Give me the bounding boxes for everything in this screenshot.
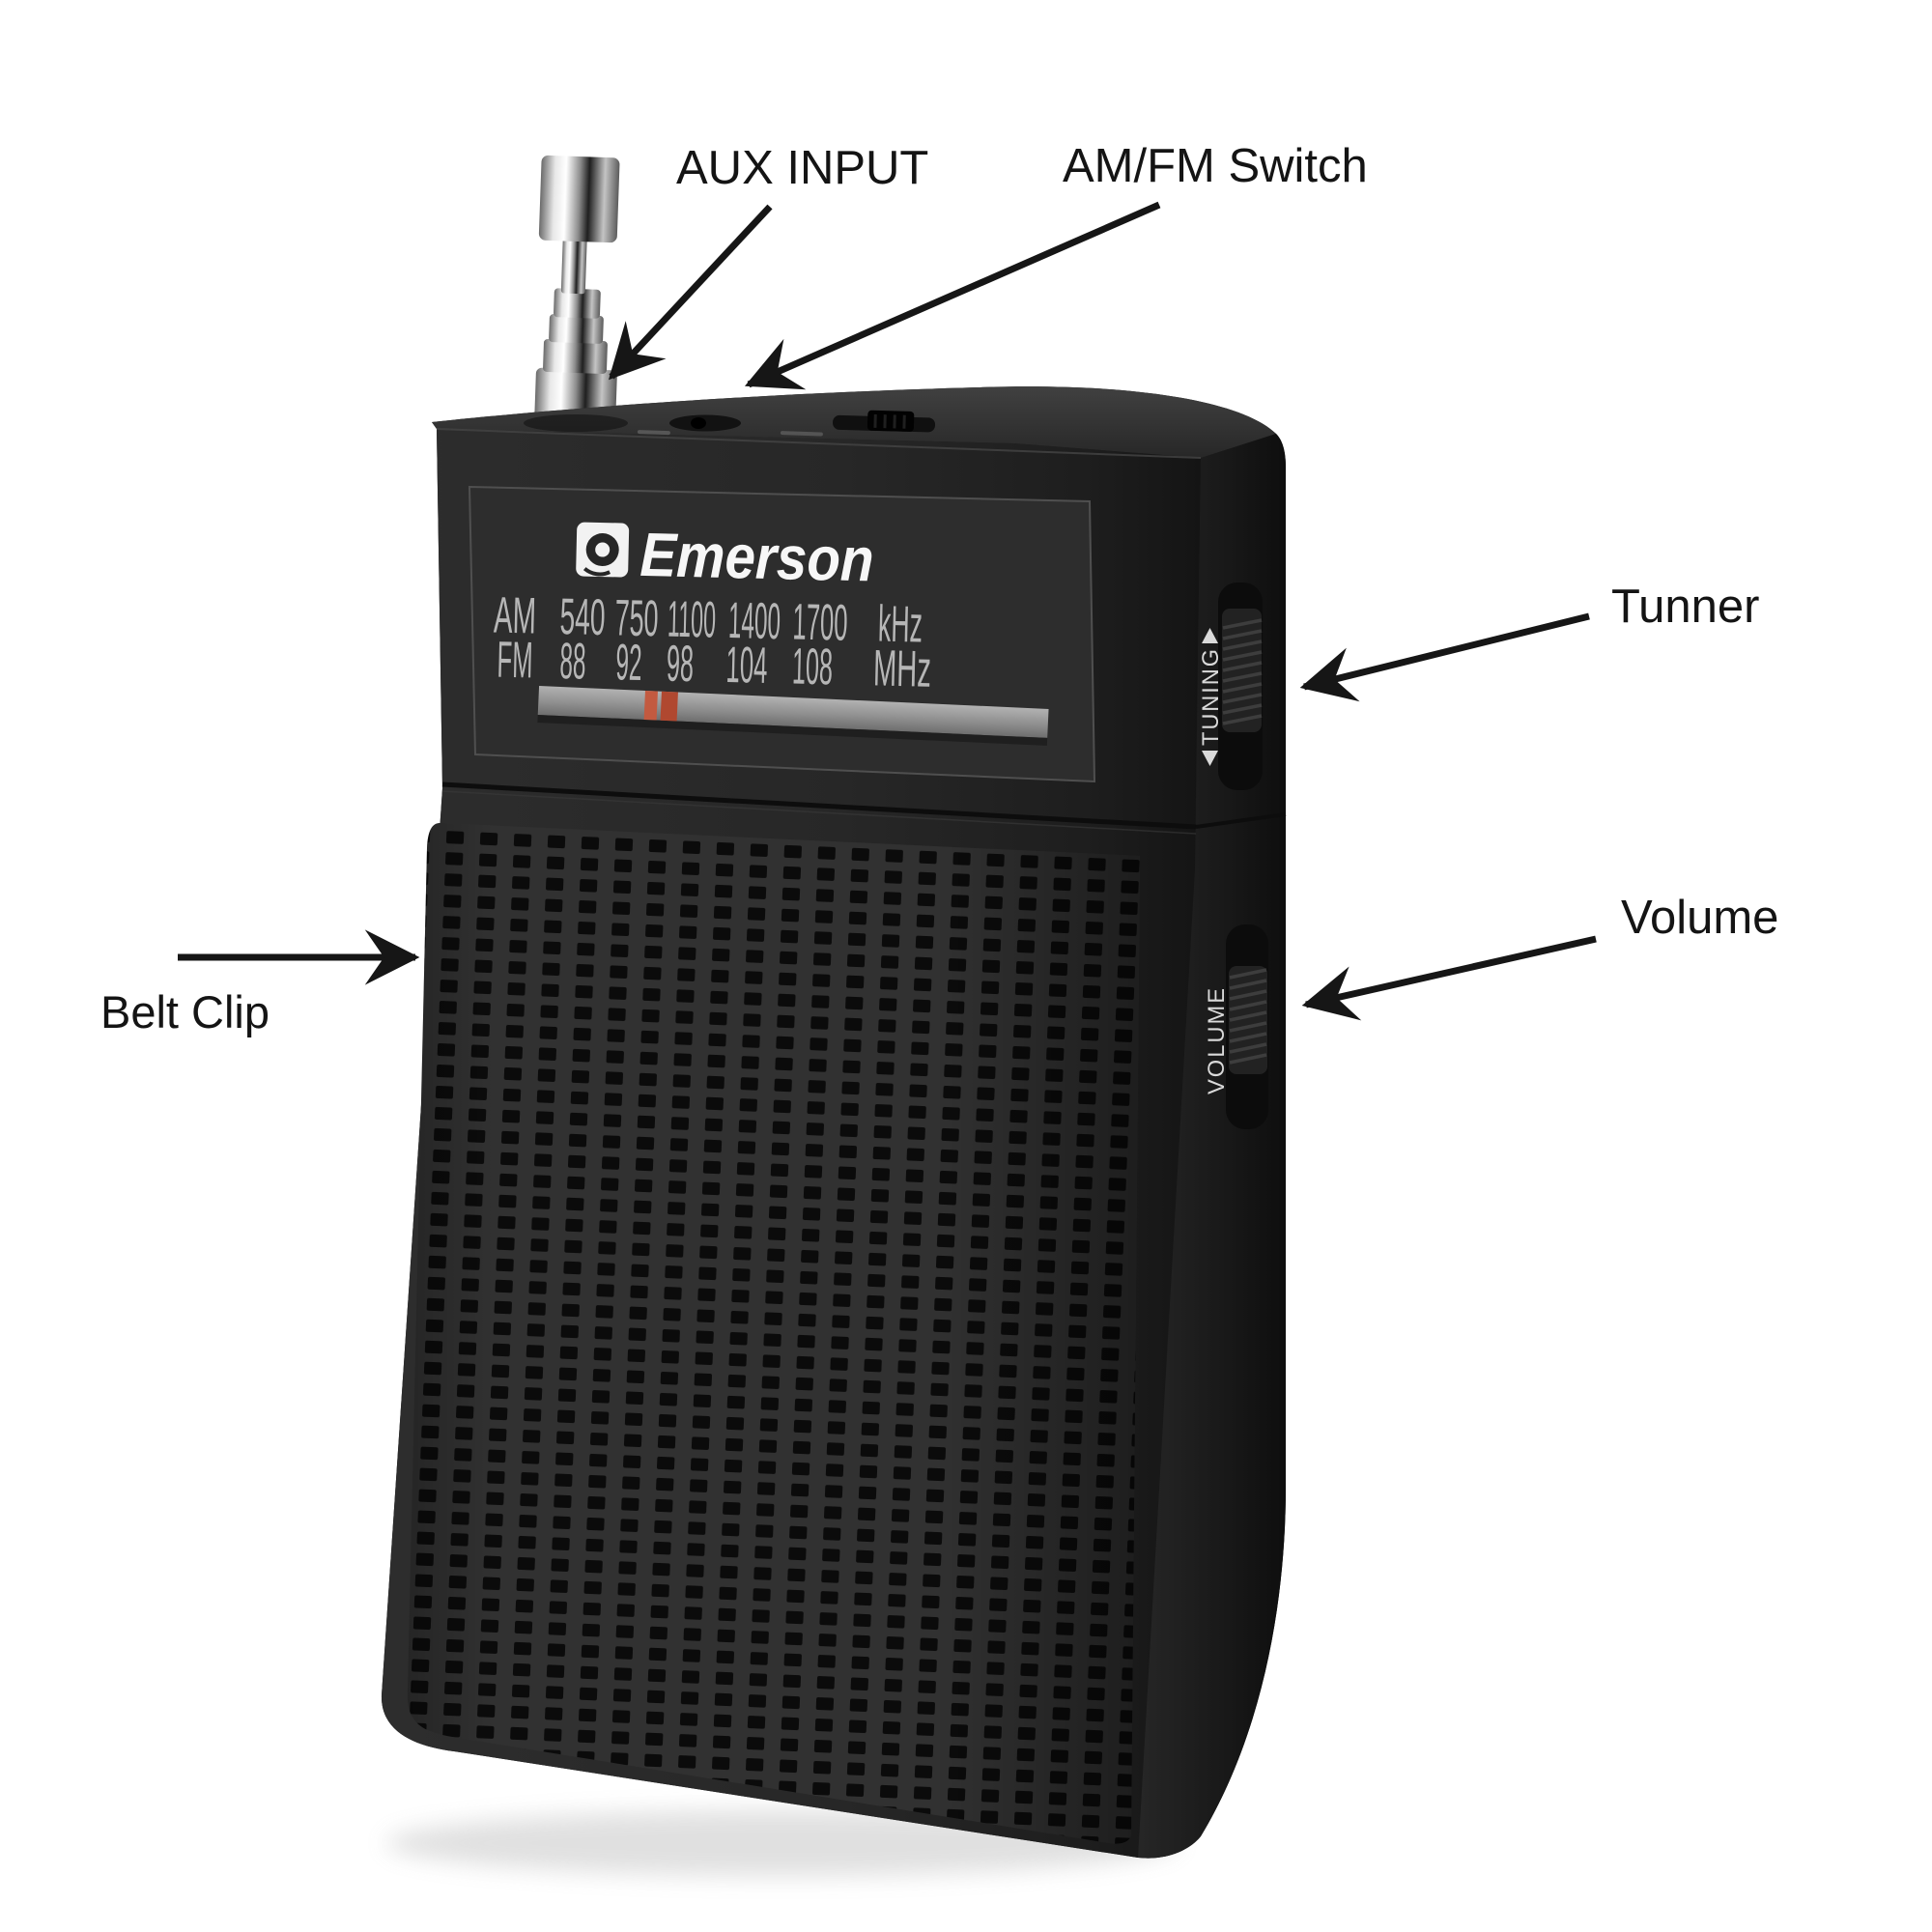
dial-am-value: 1400 xyxy=(727,592,781,650)
tuning-pointer xyxy=(660,691,678,722)
am-fm-slide-switch xyxy=(833,410,936,433)
emerson-logo-icon xyxy=(576,522,630,578)
label-belt-clip: Belt Clip xyxy=(100,986,270,1037)
tuning-wheel-label: TUNING xyxy=(1198,647,1224,746)
label-aux-input: AUX INPUT xyxy=(676,142,929,194)
antenna xyxy=(534,155,620,427)
dial-fm-value: 104 xyxy=(725,637,768,695)
dial-fm-value: 92 xyxy=(615,634,642,692)
dial-am-value: 1100 xyxy=(667,591,716,649)
dial-am-value: 1700 xyxy=(792,594,848,652)
tuner-arrow xyxy=(1299,612,1590,702)
dial-panel-content: Emerson AM 540 750 1100 1400 1700 kHz FM… xyxy=(493,520,932,698)
label-volume: Volume xyxy=(1621,892,1779,944)
body-seam-side xyxy=(1195,812,1287,829)
label-tuner: Tunner xyxy=(1611,581,1760,633)
tuning-arrow-down-icon xyxy=(1202,751,1218,766)
dial-row-fm: FM 88 92 98 104 108 MHz xyxy=(497,632,932,698)
dial-am-unit: kHz xyxy=(877,596,923,654)
tuning-wheel: TUNING xyxy=(1198,582,1263,790)
dial-fm-value: 108 xyxy=(791,639,833,696)
dial-fm-value: 88 xyxy=(559,633,586,691)
dial-am-value: 540 xyxy=(559,588,606,646)
body-seam xyxy=(441,781,1197,830)
antenna-socket xyxy=(524,414,628,432)
aux-input-jack xyxy=(669,414,741,432)
tuning-arrow-up-icon xyxy=(1202,628,1218,643)
speaker-grille-shading xyxy=(407,822,1141,1844)
volume-arrow xyxy=(1301,935,1597,1021)
tuning-pointer xyxy=(643,690,658,721)
dial-row-am: AM 540 750 1100 1400 1700 kHz xyxy=(493,587,923,654)
am-fm-switch-arrow xyxy=(744,201,1161,390)
volume-wheel: VOLUME xyxy=(1204,924,1268,1129)
brand-logo-text: Emerson xyxy=(639,520,875,594)
dial-fm-value: 98 xyxy=(666,636,694,694)
volume-wheel-label: VOLUME xyxy=(1204,986,1230,1094)
dial-am-band: AM xyxy=(493,587,536,645)
top-face-printing xyxy=(780,431,823,437)
dial-am-value: 750 xyxy=(614,589,659,647)
body-seam-highlight xyxy=(441,790,1197,835)
dial-fm-unit: MHz xyxy=(872,639,931,697)
top-face-printing xyxy=(637,430,670,436)
aux-input-arrow xyxy=(609,204,773,381)
label-am-fm-switch: AM/FM Switch xyxy=(1063,140,1368,192)
top-edge-highlight xyxy=(436,428,1202,459)
dial-fm-band: FM xyxy=(497,632,533,690)
tuning-strip xyxy=(537,686,1049,746)
